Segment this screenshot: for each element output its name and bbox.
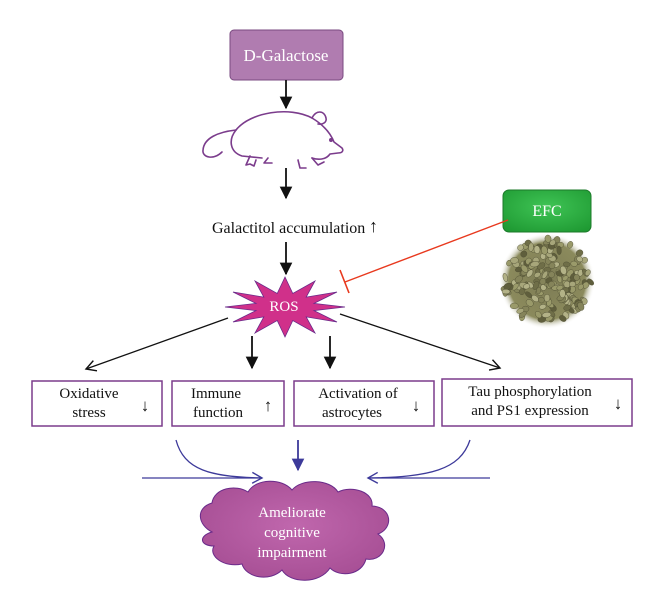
d-galactose-node: D-Galactose bbox=[229, 29, 344, 81]
galactitol-up-arrow: ↑ bbox=[369, 216, 378, 236]
seed bbox=[541, 245, 548, 255]
galactitol-node: Galactitol accumulation ↑ bbox=[212, 216, 378, 237]
seed bbox=[587, 278, 594, 286]
seed bbox=[563, 304, 572, 311]
seed bbox=[517, 244, 524, 251]
seed bbox=[543, 294, 551, 302]
seed bbox=[520, 250, 528, 258]
seed bbox=[539, 278, 547, 285]
seed bbox=[562, 275, 569, 281]
inhibit-line bbox=[344, 219, 509, 283]
arrow-right-curve bbox=[366, 439, 471, 484]
seed bbox=[501, 289, 511, 295]
inhibit-bar bbox=[339, 269, 350, 294]
seed bbox=[525, 299, 534, 307]
seed bbox=[559, 289, 566, 298]
seed bbox=[532, 280, 540, 290]
outcome-line2: and PS1 expression bbox=[471, 403, 589, 419]
seed bbox=[549, 239, 556, 246]
seed bbox=[516, 308, 525, 314]
seed bbox=[544, 234, 552, 243]
seed bbox=[563, 261, 571, 267]
ros-node: ROS bbox=[224, 276, 346, 338]
outcome-up-arrow: ↑ bbox=[264, 396, 273, 415]
efc-inhibits-ros bbox=[339, 219, 509, 294]
seeds-cluster bbox=[500, 234, 594, 323]
hemp-seeds-image bbox=[499, 233, 595, 329]
result-cloud: Ameliorate cognitive impairment bbox=[199, 480, 389, 581]
seed bbox=[533, 245, 541, 254]
result-line2: cognitive bbox=[264, 525, 320, 541]
outcome-tau-ps1: Tau phosphorylation and PS1 expression ↓ bbox=[441, 378, 633, 427]
outcome-immune-function: Immune function ↑ bbox=[171, 380, 285, 427]
seed bbox=[556, 245, 562, 255]
seed bbox=[534, 311, 542, 319]
outcome-down-arrow: ↓ bbox=[412, 396, 421, 415]
outcome-line1: Immune bbox=[191, 386, 241, 402]
d-galactose-label: D-Galactose bbox=[244, 46, 329, 65]
seed bbox=[523, 283, 531, 290]
cloud-shape bbox=[199, 480, 389, 581]
converging-arrows bbox=[142, 439, 490, 484]
outcome-box bbox=[441, 378, 633, 427]
efc-label: EFC bbox=[532, 203, 561, 220]
outcome-line2: astrocytes bbox=[322, 405, 382, 421]
seed bbox=[569, 281, 576, 288]
seed bbox=[560, 265, 567, 275]
outcome-down-arrow: ↓ bbox=[614, 394, 623, 413]
galactitol-label: Galactitol accumulation bbox=[212, 220, 365, 237]
ros-starburst bbox=[224, 276, 346, 338]
efc-box bbox=[502, 189, 592, 233]
outcome-box bbox=[293, 380, 435, 427]
seed bbox=[530, 261, 540, 268]
outcome-line1: Activation of bbox=[318, 386, 398, 402]
outcome-line2: stress bbox=[72, 405, 105, 421]
seed bbox=[575, 249, 584, 257]
seed bbox=[538, 296, 545, 304]
seed bbox=[503, 283, 512, 290]
seed bbox=[514, 275, 523, 283]
outcome-line1: Oxidative bbox=[59, 386, 118, 402]
seed bbox=[520, 264, 529, 273]
seed bbox=[559, 315, 567, 322]
seed bbox=[502, 273, 508, 282]
arrow-ros-to-tau bbox=[339, 313, 502, 371]
arrow-ros-to-oxidative bbox=[84, 317, 229, 372]
seed bbox=[567, 241, 574, 249]
outcome-line2: function bbox=[193, 405, 243, 421]
seed bbox=[509, 302, 519, 310]
seed bbox=[548, 262, 556, 269]
seed bbox=[570, 260, 578, 267]
outcome-line1: Tau phosphorylation bbox=[468, 384, 592, 400]
seed bbox=[577, 301, 585, 311]
mouse-icon bbox=[202, 111, 344, 169]
seed bbox=[533, 272, 541, 278]
ros-label: ROS bbox=[269, 299, 298, 315]
result-line1: Ameliorate bbox=[258, 505, 326, 521]
result-line3: impairment bbox=[257, 545, 327, 561]
outcome-oxidative-stress: Oxidative stress ↓ bbox=[31, 380, 163, 427]
seed bbox=[536, 286, 542, 295]
seed bbox=[541, 312, 552, 318]
seed bbox=[528, 242, 534, 252]
outcome-activation-of-astrocytes: Activation of astrocytes ↓ bbox=[293, 380, 435, 427]
seed bbox=[525, 291, 533, 298]
arrow-left-curve bbox=[175, 439, 264, 484]
outcome-box bbox=[171, 380, 285, 427]
seed bbox=[548, 271, 555, 278]
seed bbox=[511, 283, 519, 291]
outcome-box bbox=[31, 380, 163, 427]
outcome-down-arrow: ↓ bbox=[141, 396, 150, 415]
efc-node: EFC bbox=[502, 189, 592, 233]
seed bbox=[584, 269, 591, 276]
seed bbox=[510, 257, 519, 264]
seed bbox=[539, 304, 547, 310]
seed bbox=[573, 274, 580, 281]
seed bbox=[577, 283, 584, 291]
seed bbox=[576, 256, 583, 263]
seed bbox=[526, 269, 534, 278]
